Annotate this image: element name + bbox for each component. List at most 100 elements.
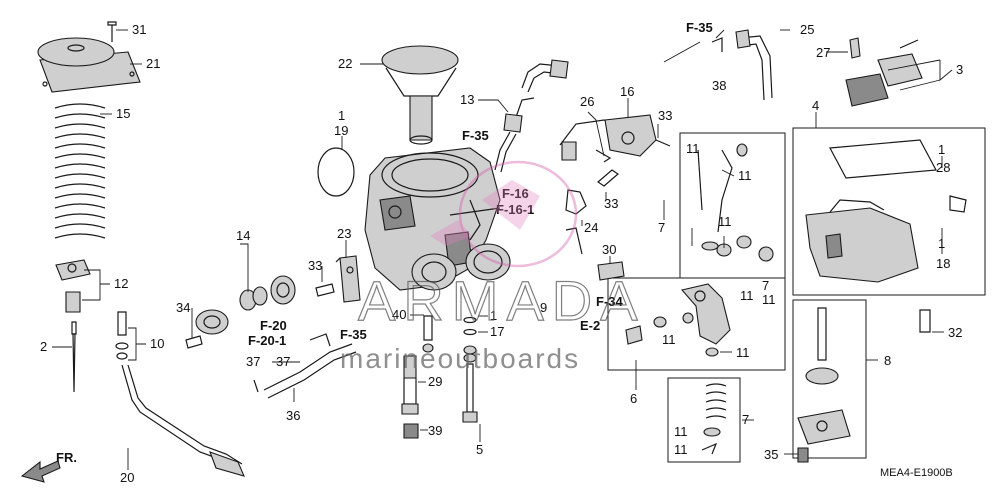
- ref-code: F-34: [596, 294, 624, 309]
- breather-hose: [711, 29, 773, 101]
- group-box-lever: [607, 277, 786, 371]
- throttle-sensor: [559, 114, 671, 163]
- callout: 14: [236, 228, 250, 243]
- callout: 21: [146, 56, 160, 71]
- vent-tube: [253, 333, 357, 399]
- callout: 7: [658, 220, 665, 235]
- vacuum-piston: [381, 45, 459, 145]
- accelerator-pump: [185, 309, 229, 349]
- group-box-jet-needle: [792, 299, 867, 459]
- screw-33-left: [315, 283, 335, 297]
- callout: 1: [938, 236, 945, 251]
- callout: 1: [490, 308, 497, 323]
- jet-needle: [71, 321, 77, 393]
- callout: 18: [936, 256, 950, 271]
- ref-code: F-20: [260, 318, 287, 333]
- o-ring-19: [317, 147, 355, 197]
- needle-holder: [55, 259, 91, 281]
- watermark-logo-icon: [430, 160, 578, 268]
- callout: 38: [712, 78, 726, 93]
- ref-code: F-35: [340, 327, 367, 342]
- ref-code: F-16-1: [496, 202, 534, 217]
- screw-33-mid: [597, 169, 619, 187]
- ref-code: F-16: [502, 186, 529, 201]
- callout: 17: [490, 324, 504, 339]
- callout: 28: [936, 160, 950, 175]
- callout: 1: [938, 142, 945, 157]
- callout: 37: [276, 354, 290, 369]
- screw-31: [107, 21, 117, 42]
- choke-bracket: [335, 255, 361, 303]
- slow-jet-stack: [462, 316, 478, 423]
- callout: 9: [540, 300, 547, 315]
- group-box-float-chamber: [792, 127, 986, 296]
- callout: 37: [246, 354, 260, 369]
- screw-32: [919, 309, 931, 333]
- choke-rod: [697, 143, 748, 251]
- callout: 11: [738, 168, 752, 183]
- callout: 16: [620, 84, 634, 99]
- callout: 11: [740, 288, 754, 303]
- callout: 3: [956, 62, 963, 77]
- needle-spring-small: [65, 291, 81, 313]
- float-chamber: [805, 139, 967, 283]
- callout: 32: [948, 325, 962, 340]
- callout: 30: [602, 242, 616, 257]
- callout: 27: [816, 45, 830, 60]
- return-spring: [701, 383, 727, 455]
- callout: 5: [476, 442, 483, 457]
- callout: 33: [658, 108, 672, 123]
- watermark: ARMADA marineoutboards: [340, 160, 638, 374]
- callout: 33: [308, 258, 322, 273]
- group-box-spring: [667, 377, 741, 463]
- callout: 22: [338, 56, 352, 71]
- ref-code: E-2: [580, 318, 600, 333]
- callout: 31: [132, 22, 146, 37]
- callout: 11: [674, 424, 688, 439]
- pilot-screw: [239, 275, 296, 311]
- watermark-subtitle: marineoutboards: [340, 343, 580, 374]
- throttle-lever: [625, 235, 774, 357]
- callout: 11: [674, 442, 688, 457]
- callout: 13: [460, 92, 474, 107]
- callout: 19: [334, 123, 348, 138]
- carburetor-body: [364, 147, 511, 291]
- diagram-code: MEA4-E1900B: [880, 467, 953, 479]
- diaphragm-spring: [54, 103, 106, 239]
- callout: 23: [337, 226, 351, 241]
- callout: 11: [662, 332, 676, 347]
- callout: 11: [686, 141, 700, 156]
- callout: 11: [762, 292, 776, 307]
- callout: 24: [584, 220, 598, 235]
- callout: 8: [884, 353, 891, 368]
- callout: 7: [762, 278, 769, 293]
- callout: 35: [764, 447, 778, 462]
- screw-10: [115, 311, 129, 360]
- callout: 1: [338, 108, 345, 123]
- callout: 10: [150, 336, 164, 351]
- callout: 7: [742, 412, 749, 427]
- leader-lines: [52, 29, 953, 470]
- main-jet-stack: [401, 315, 434, 439]
- top-cap: [37, 37, 141, 93]
- callout: 4: [812, 98, 819, 113]
- callout: 2: [40, 339, 47, 354]
- screw-35: [797, 447, 809, 463]
- ref-code: F-35: [462, 128, 489, 143]
- link-24: [565, 189, 587, 255]
- drain-tube: [121, 364, 245, 477]
- callout: 15: [116, 106, 130, 121]
- filter-element: [845, 39, 923, 107]
- float-needle: [797, 307, 851, 445]
- ref-code: F-20-1: [248, 333, 286, 348]
- plug-27: [849, 37, 861, 59]
- callout: 34: [176, 300, 190, 315]
- callout: 6: [630, 391, 637, 406]
- callout: 11: [718, 214, 732, 229]
- screw-30: [597, 261, 625, 281]
- reference-codes: F-35 F-35 F-16 F-16-1 F-20 F-20-1 F-35 F…: [248, 20, 713, 348]
- ref-code: F-35: [686, 20, 713, 35]
- fuel-hose: [494, 59, 569, 173]
